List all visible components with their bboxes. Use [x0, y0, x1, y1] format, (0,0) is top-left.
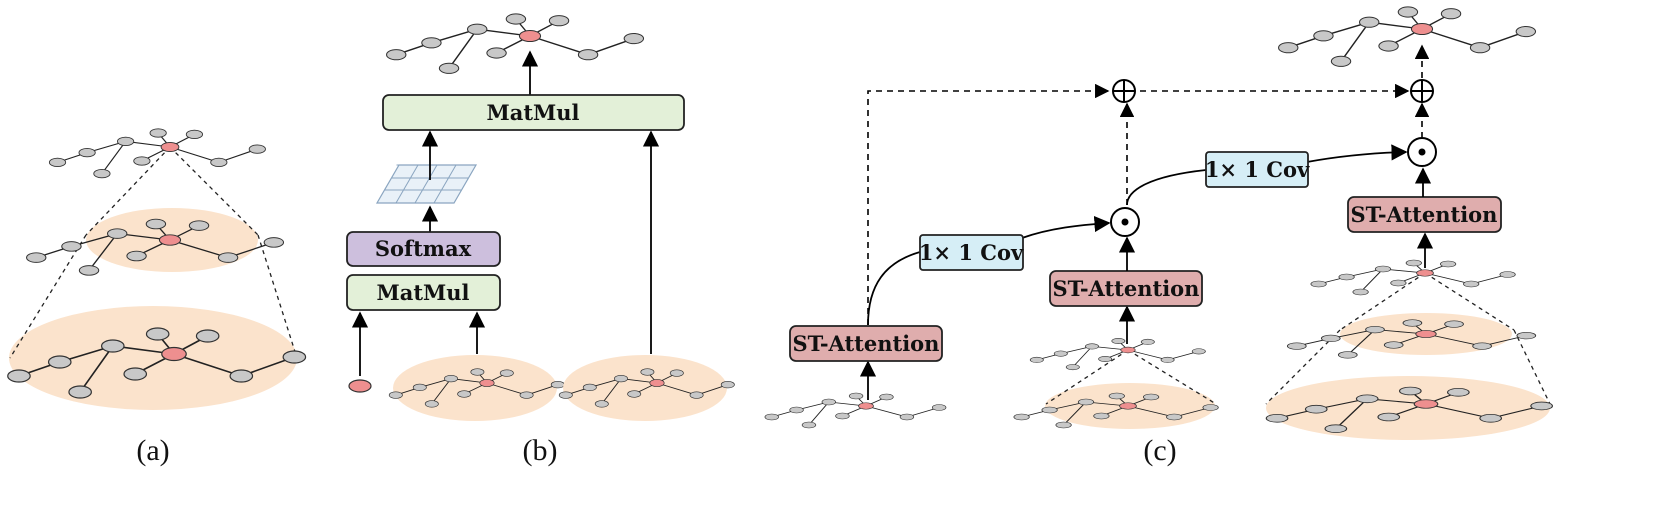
graph-c2-top — [1029, 337, 1206, 371]
cone-lines-c2 — [1045, 349, 1217, 405]
matmul-bottom-label: MatMul — [376, 280, 469, 305]
matmul-bottom-box — [346, 274, 501, 311]
graph-c-output — [1277, 6, 1537, 68]
st-attention-label-2: ST-Attention — [1053, 276, 1200, 301]
caption-b: (b) — [523, 434, 558, 467]
elementwise-product-1 — [1110, 207, 1140, 237]
st-attention-box-3 — [1347, 196, 1502, 233]
graph-a-top — [48, 128, 267, 179]
elementwise-sum-2 — [1410, 79, 1434, 103]
graph-b-output — [385, 13, 645, 75]
panel-a: (a) — [6, 128, 307, 467]
elementwise-product-2 — [1407, 137, 1437, 167]
attention-map-grid — [375, 164, 478, 204]
cone-lines-c3 — [1265, 272, 1551, 405]
matmul-top-label: MatMul — [486, 100, 579, 125]
panel-b: MatMul Softmax MatMul (b) — [346, 13, 735, 467]
matmul-top-box — [382, 94, 685, 131]
receptive-field-c3-large — [1266, 376, 1550, 440]
st-attention-label-1: ST-Attention — [793, 331, 940, 356]
conv-label-1: 1× 1 Cov — [919, 240, 1024, 265]
conv-box-2 — [1205, 151, 1309, 188]
query-node — [348, 379, 372, 393]
conv-label-2: 1× 1 Cov — [1205, 157, 1310, 182]
receptive-field-large — [9, 306, 297, 410]
graph-c3-top — [1310, 259, 1516, 296]
conv-box-1 — [919, 234, 1024, 271]
panel-c: ST-Attention 1× 1 Cov ST-Attention 1× 1 … — [764, 6, 1554, 467]
elementwise-sum-1 — [1112, 79, 1136, 103]
caption-c: (c) — [1143, 434, 1176, 467]
caption-a: (a) — [136, 434, 169, 467]
softmax-label: Softmax — [375, 236, 472, 261]
st-attention-box-1 — [789, 325, 943, 362]
cone-lines — [9, 146, 298, 359]
softmax-box — [346, 231, 501, 267]
st-attention-box-2 — [1049, 270, 1203, 307]
conv-paths — [867, 144, 1408, 326]
st-attention-label-3: ST-Attention — [1351, 202, 1498, 227]
residual-lines — [867, 44, 1430, 325]
graph-c1-input — [764, 392, 947, 429]
